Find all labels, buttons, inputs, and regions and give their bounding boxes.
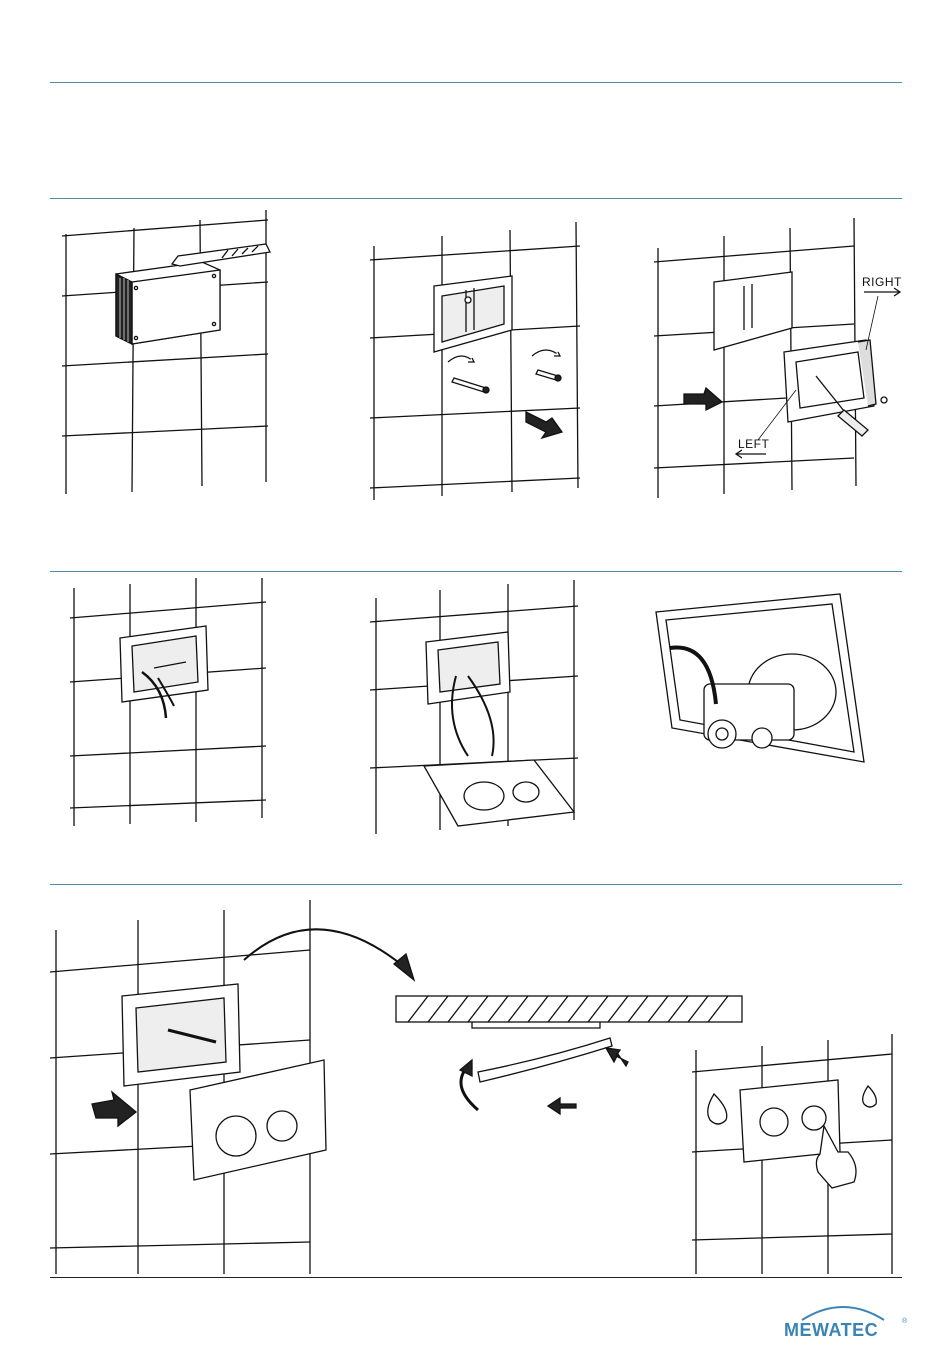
frame (426, 632, 510, 704)
cutter-knife (172, 244, 270, 266)
curve-arrow (244, 929, 408, 970)
section-rule-bottom (50, 1277, 902, 1278)
brand-name: MEWATEC (784, 1320, 878, 1341)
push-arrow-icon (548, 1098, 576, 1114)
step-1-box-in-wall (52, 206, 272, 496)
water-drop-icon (708, 1094, 727, 1124)
installed-box (434, 276, 512, 352)
step-4-route-cable (66, 578, 272, 828)
step-7-mount-plate (48, 890, 908, 1276)
press-scene (692, 1034, 892, 1274)
push-arrow-icon (526, 412, 562, 438)
left-arrow (736, 450, 766, 458)
step-3-fit-frame: RIGHT LEFT (648, 210, 920, 500)
flush-button-large (216, 1116, 256, 1156)
step-6-plate-back (650, 592, 900, 792)
flush-button-small (513, 782, 539, 802)
brand-mark: ® (902, 1318, 907, 1325)
tile-grid (370, 222, 580, 500)
push-arrow-icon (92, 1092, 136, 1126)
push-arrow-icon (606, 1048, 628, 1066)
bolt-right (532, 350, 561, 381)
frame (122, 984, 240, 1086)
frame (784, 340, 876, 422)
flush-button-small (267, 1111, 297, 1141)
clip (478, 1038, 612, 1082)
push-arrow-icon (684, 388, 722, 410)
wall-section (396, 996, 742, 1028)
step-5-connect-plate (364, 580, 584, 836)
section-rule-3 (50, 884, 902, 885)
water-drop-icon (863, 1086, 877, 1107)
step-2-insert-bolts (362, 212, 584, 502)
section-rule-top (50, 82, 902, 83)
flush-plate (190, 1060, 326, 1180)
flush-button-large (464, 782, 504, 810)
label-right: RIGHT (862, 275, 902, 289)
label-left: LEFT (738, 437, 770, 451)
section-rule-1 (50, 198, 902, 199)
flush-plate (424, 760, 574, 826)
bolt-left (448, 356, 489, 393)
installed-box (714, 272, 792, 350)
brand-logo: MEWATEC ® (784, 1318, 914, 1344)
frame (120, 626, 208, 702)
logo-arc-icon (798, 1300, 888, 1322)
right-arrow (864, 288, 900, 296)
mounting-box (116, 262, 220, 344)
tile-grid (70, 578, 266, 826)
section-rule-2 (50, 571, 902, 572)
